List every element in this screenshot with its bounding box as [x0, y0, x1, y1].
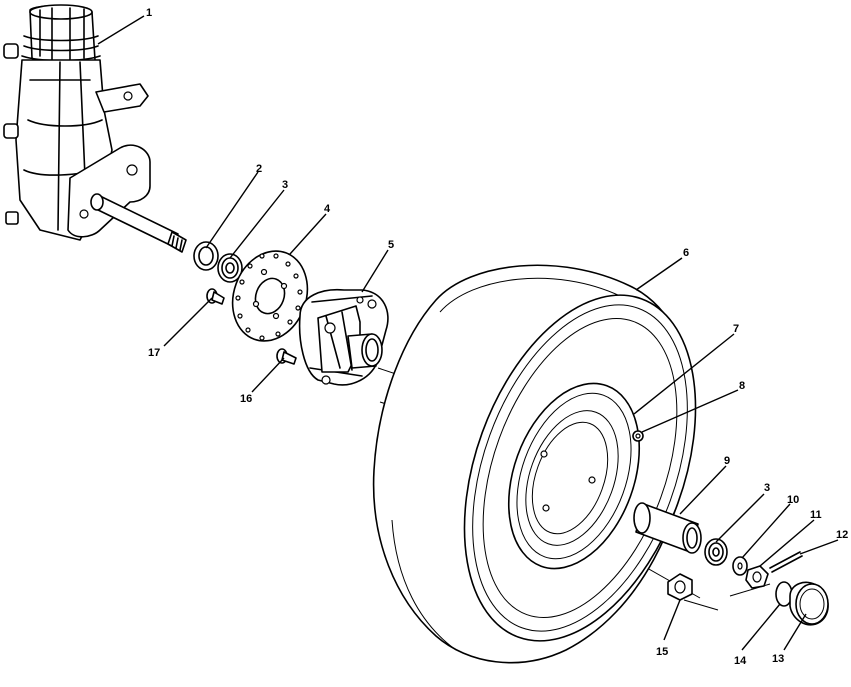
callout-7: 7 — [733, 323, 739, 335]
valve-stem — [632, 430, 644, 442]
callout-6: 6 — [683, 247, 689, 259]
cotter-pin — [769, 551, 803, 573]
callout-3-inner: 3 — [282, 179, 288, 191]
callout-17: 17 — [148, 347, 160, 359]
spindle-shaft — [90, 193, 187, 253]
callout-15: 15 — [656, 646, 668, 658]
brake-disc — [231, 250, 309, 342]
leader-lines — [97, 15, 839, 651]
callout-10: 10 — [787, 494, 799, 506]
callout-1: 1 — [146, 7, 152, 19]
wheel-stud — [276, 348, 297, 365]
callout-14: 14 — [734, 655, 747, 667]
callout-16: 16 — [240, 393, 252, 405]
outer-bearing — [704, 538, 728, 566]
callout-13: 13 — [772, 653, 784, 665]
wheel-rim — [507, 382, 641, 570]
grease-seal — [193, 241, 219, 271]
callout-2: 2 — [256, 163, 262, 175]
dust-cap — [789, 581, 829, 626]
steering-knuckle — [3, 4, 151, 241]
spacer-tube — [633, 502, 702, 554]
callout-11: 11 — [810, 509, 822, 521]
stud-17 — [206, 288, 225, 305]
callout-12: 12 — [836, 529, 848, 541]
callout-labels: 1 2 3 4 5 6 7 8 9 3 10 11 12 13 14 15 16… — [146, 7, 848, 667]
wheel-hub — [298, 288, 389, 386]
inner-bearing — [217, 253, 243, 283]
brake-disc-holes — [235, 253, 303, 341]
castle-nut — [745, 565, 769, 589]
callout-8: 8 — [739, 380, 745, 392]
lug-nut — [667, 573, 693, 601]
callout-3-outer: 3 — [764, 482, 770, 494]
washer — [732, 556, 748, 576]
callout-9: 9 — [724, 455, 730, 467]
callout-4: 4 — [324, 203, 331, 215]
callout-5: 5 — [388, 239, 394, 251]
